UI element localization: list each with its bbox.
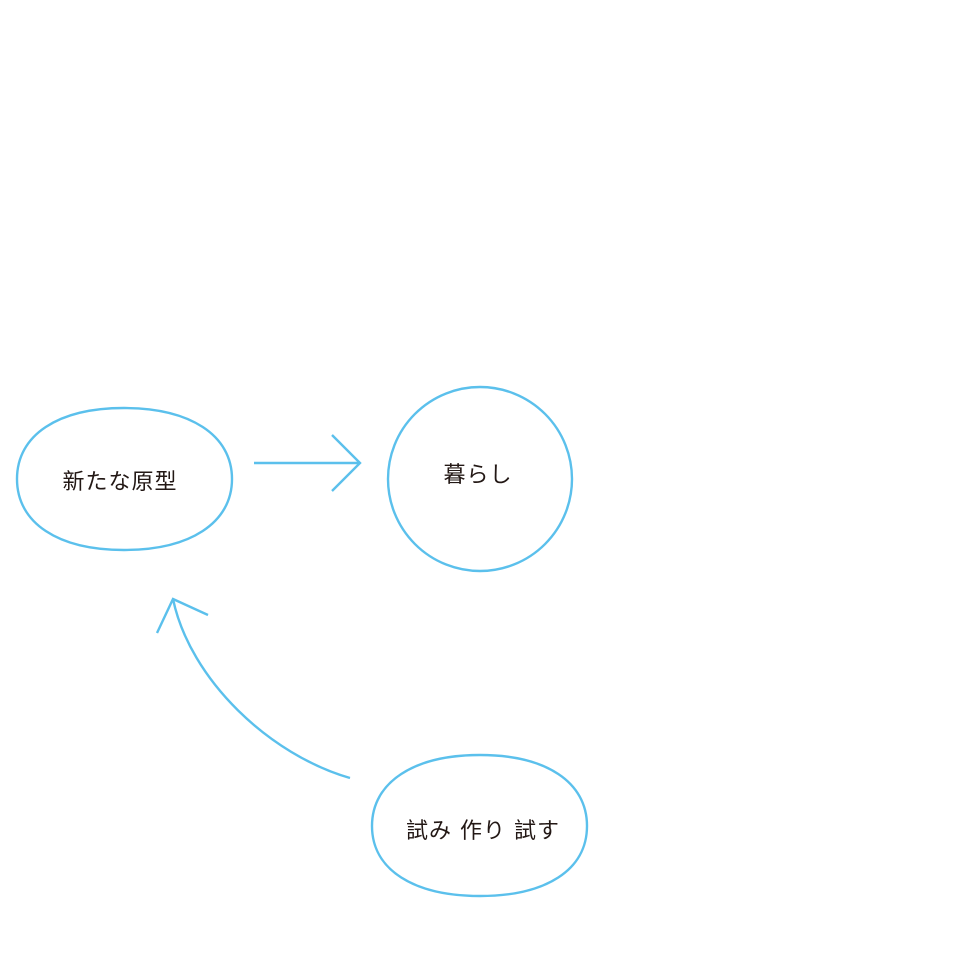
node-living-shape [386,385,574,573]
node-trial-label: 試み 作り 試す [406,819,560,844]
node-living-label: 暮らし [443,463,512,488]
node-new-prototype: 新たな原型 [15,406,234,552]
curved-arrow-shaft [171,598,351,780]
arrow-prototype-to-living [254,434,362,492]
arrow-head-icon [155,597,209,634]
node-new-prototype-shape [15,406,234,552]
arrow-right-icon [254,434,362,492]
node-living: 暮らし [386,385,574,573]
node-trial: 試み 作り 試す [370,753,589,898]
node-trial-shape [370,753,589,898]
arrow-trial-to-prototype [155,597,351,780]
node-new-prototype-label: 新たな原型 [62,470,177,495]
